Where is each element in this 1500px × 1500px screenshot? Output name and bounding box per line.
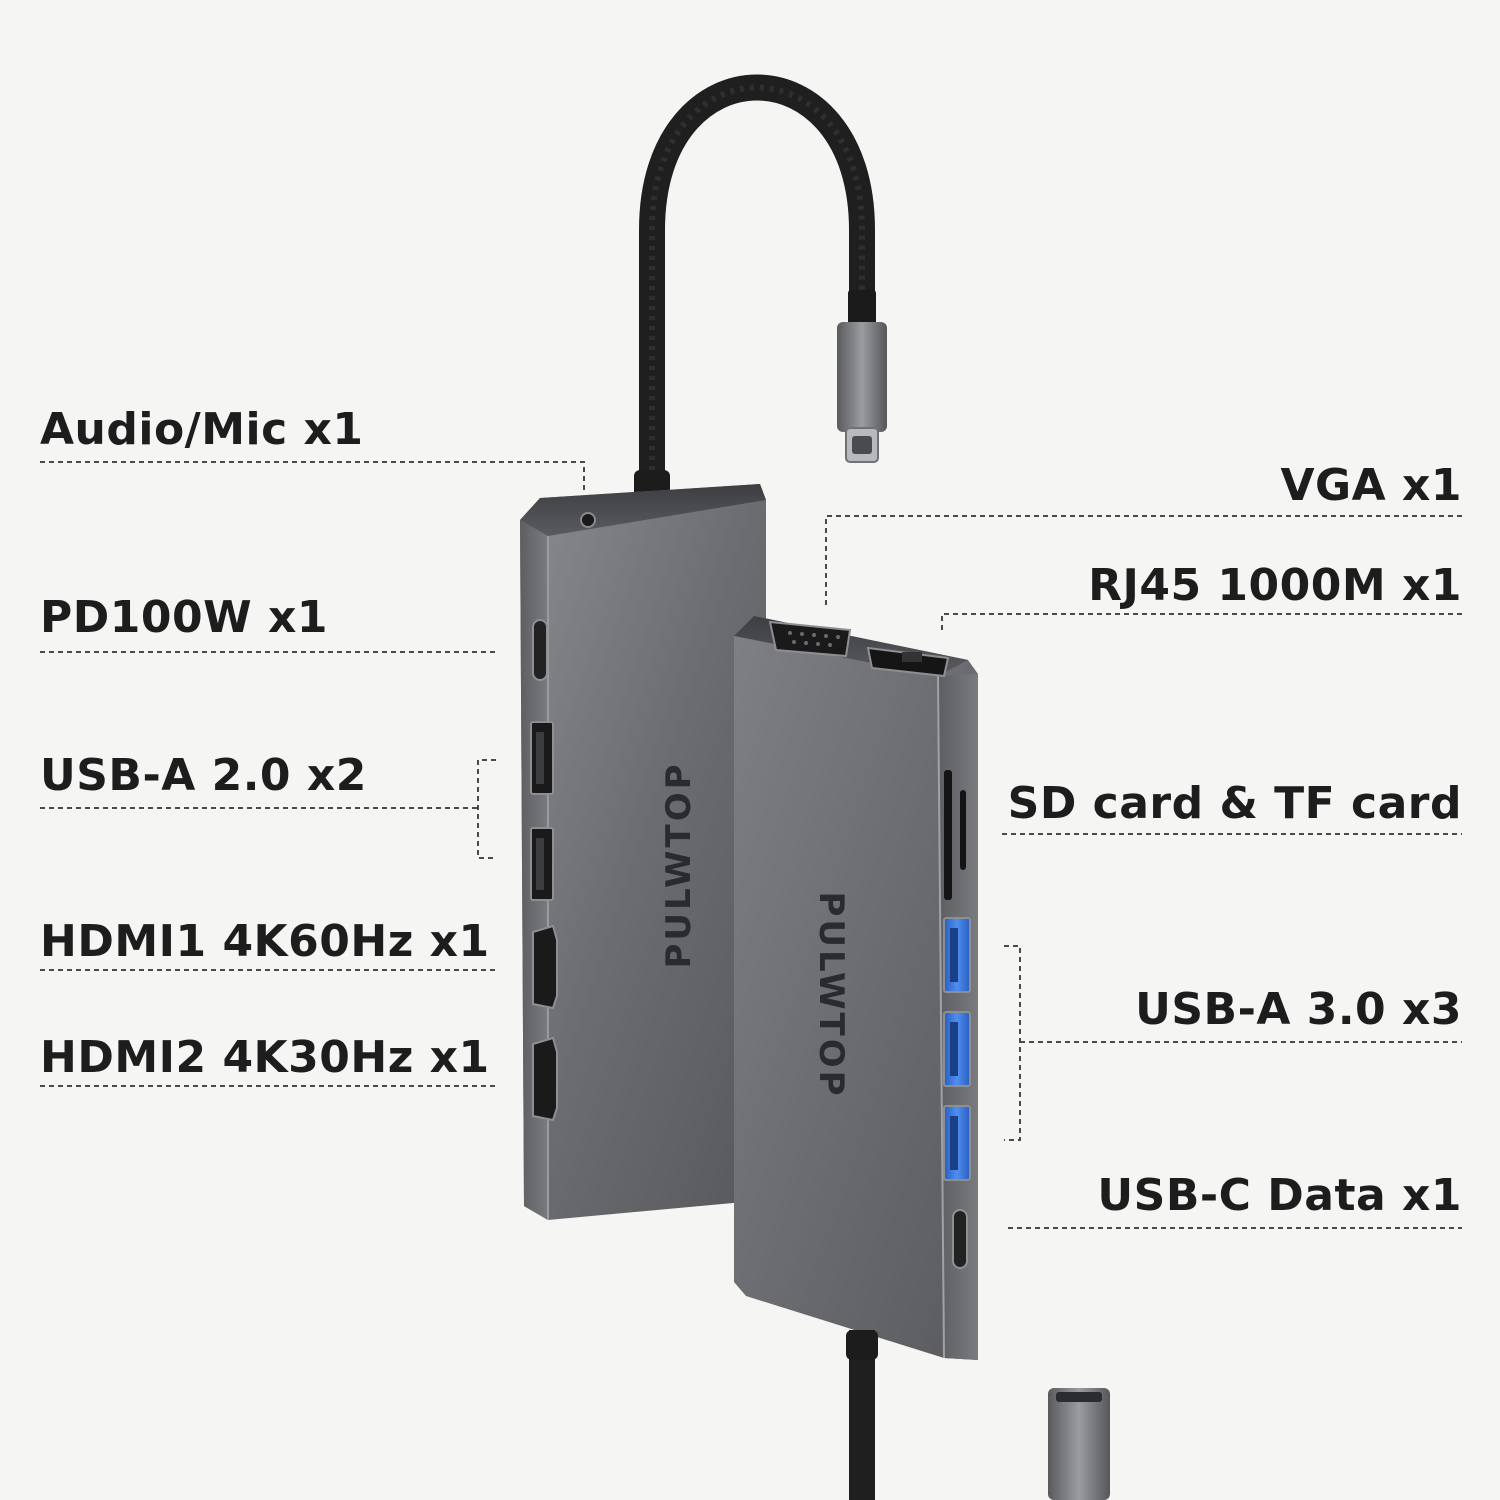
brand-logo-right: PULWTOP [811, 891, 851, 1098]
usb-c-plug-top [837, 322, 887, 432]
hdmi-port-1 [532, 924, 558, 1010]
leader-lines [40, 461, 1462, 1229]
right-hub-body [734, 616, 978, 1360]
usb-c-plug-bottom [1048, 1388, 1110, 1500]
pd-usb-c-port [532, 619, 548, 681]
label-hdmi2: HDMI2 4K30Hz x1 [40, 1032, 490, 1083]
label-audio-mic: Audio/Mic x1 [40, 404, 364, 455]
sd-card-slot [944, 770, 952, 900]
top-cable [639, 74, 875, 513]
tf-card-slot [960, 790, 966, 870]
label-pd100w: PD100W x1 [40, 592, 328, 643]
label-rj45: RJ45 1000M x1 [1088, 560, 1462, 611]
hdmi-port-2 [532, 1036, 558, 1122]
audio-jack-port [580, 512, 596, 528]
label-hdmi1: HDMI1 4K60Hz x1 [40, 916, 490, 967]
label-usb-a-3: USB-A 3.0 x3 [1135, 984, 1462, 1035]
label-sd-tf-card: SD card & TF card [1007, 778, 1462, 829]
label-usb-c-data: USB-C Data x1 [1097, 1170, 1462, 1221]
left-hub-body [520, 484, 766, 1220]
label-usb-a-2: USB-A 2.0 x2 [40, 750, 367, 801]
label-vga: VGA x1 [1280, 460, 1462, 511]
brand-logo-left: PULWTOP [659, 761, 699, 968]
usb-c-data-port [952, 1209, 968, 1269]
vga-port [768, 620, 852, 658]
